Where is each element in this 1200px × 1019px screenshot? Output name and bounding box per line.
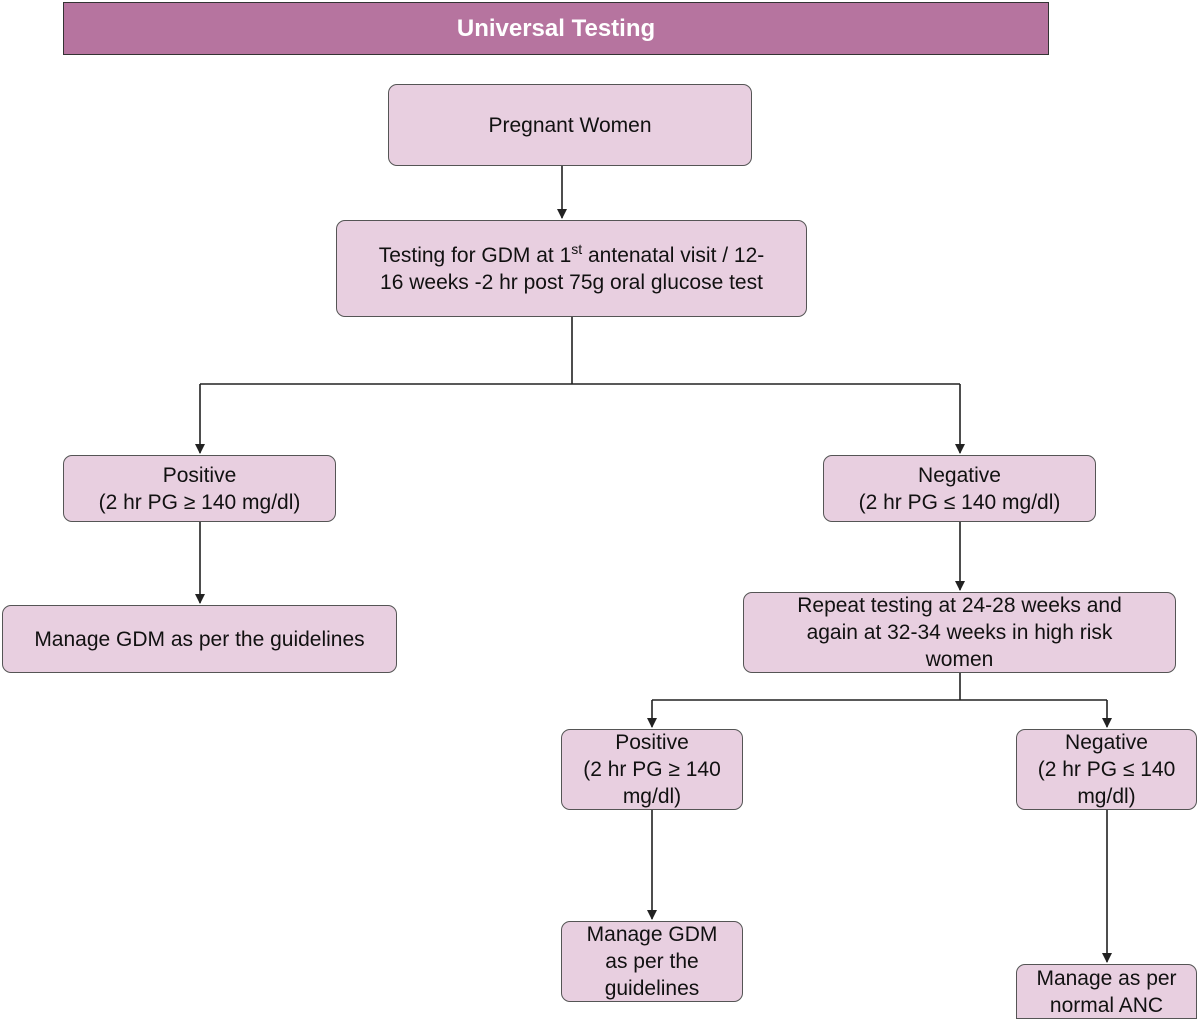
node-negative-1-line2: (2 hr PG ≤ 140 mg/dl) xyxy=(858,490,1061,514)
node-manage-gdm-1-label: Manage GDM as per the guidelines xyxy=(34,627,365,651)
node-testing-line1: Testing for GDM at 1st antenatal visit /… xyxy=(378,240,765,267)
node-testing-gdm: Testing for GDM at 1st antenatal visit /… xyxy=(336,220,807,317)
node-manage-anc-line1: Manage as per xyxy=(1036,966,1177,990)
diagram-title: Universal Testing xyxy=(456,14,656,42)
node-repeat-line1: Repeat testing at 24-28 weeks and xyxy=(797,594,1122,617)
diagram-title-banner: Universal Testing xyxy=(63,2,1049,55)
node-pregnant-women-label: Pregnant Women xyxy=(488,113,652,137)
node-positive-2-line2: (2 hr PG ≥ 140 xyxy=(583,758,721,781)
node-manage-anc-line2: normal ANC xyxy=(1049,993,1164,1017)
node-negative-2-line2: (2 hr PG ≤ 140 xyxy=(1037,758,1176,781)
node-repeat-testing: Repeat testing at 24-28 weeks and again … xyxy=(743,592,1176,673)
node-positive-2: Positive (2 hr PG ≥ 140 mg/dl) xyxy=(561,729,743,810)
node-manage-gdm-2: Manage GDM as per the guidelines xyxy=(561,921,743,1002)
node-negative-1-line1: Negative xyxy=(918,463,1001,487)
node-manage-gdm-1: Manage GDM as per the guidelines xyxy=(2,605,397,673)
node-positive-2-line3: mg/dl) xyxy=(622,785,682,808)
node-manage-gdm-2-line3: guidelines xyxy=(604,977,700,1000)
node-repeat-line2: again at 32-34 weeks in high risk xyxy=(806,621,1113,644)
node-negative-1: Negative (2 hr PG ≤ 140 mg/dl) xyxy=(823,455,1096,522)
node-positive-2-line1: Positive xyxy=(615,731,689,754)
node-negative-2-line1: Negative xyxy=(1065,731,1148,754)
node-positive-1-line2: (2 hr PG ≥ 140 mg/dl) xyxy=(98,490,301,514)
node-positive-1: Positive (2 hr PG ≥ 140 mg/dl) xyxy=(63,455,336,522)
node-repeat-line3: women xyxy=(925,648,994,671)
node-manage-gdm-2-line1: Manage GDM xyxy=(586,923,718,946)
node-pregnant-women: Pregnant Women xyxy=(388,84,752,166)
node-positive-1-line1: Positive xyxy=(162,463,237,487)
connector-testing-split xyxy=(200,317,960,385)
connector-repeat-split xyxy=(652,673,1107,701)
node-negative-2: Negative (2 hr PG ≤ 140 mg/dl) xyxy=(1016,729,1197,810)
node-manage-anc: Manage as per normal ANC xyxy=(1016,964,1197,1019)
node-testing-line2: 16 weeks -2 hr post 75g oral glucose tes… xyxy=(380,270,763,294)
node-manage-gdm-2-line2: as per the xyxy=(605,950,699,973)
node-negative-2-line3: mg/dl) xyxy=(1077,785,1136,808)
